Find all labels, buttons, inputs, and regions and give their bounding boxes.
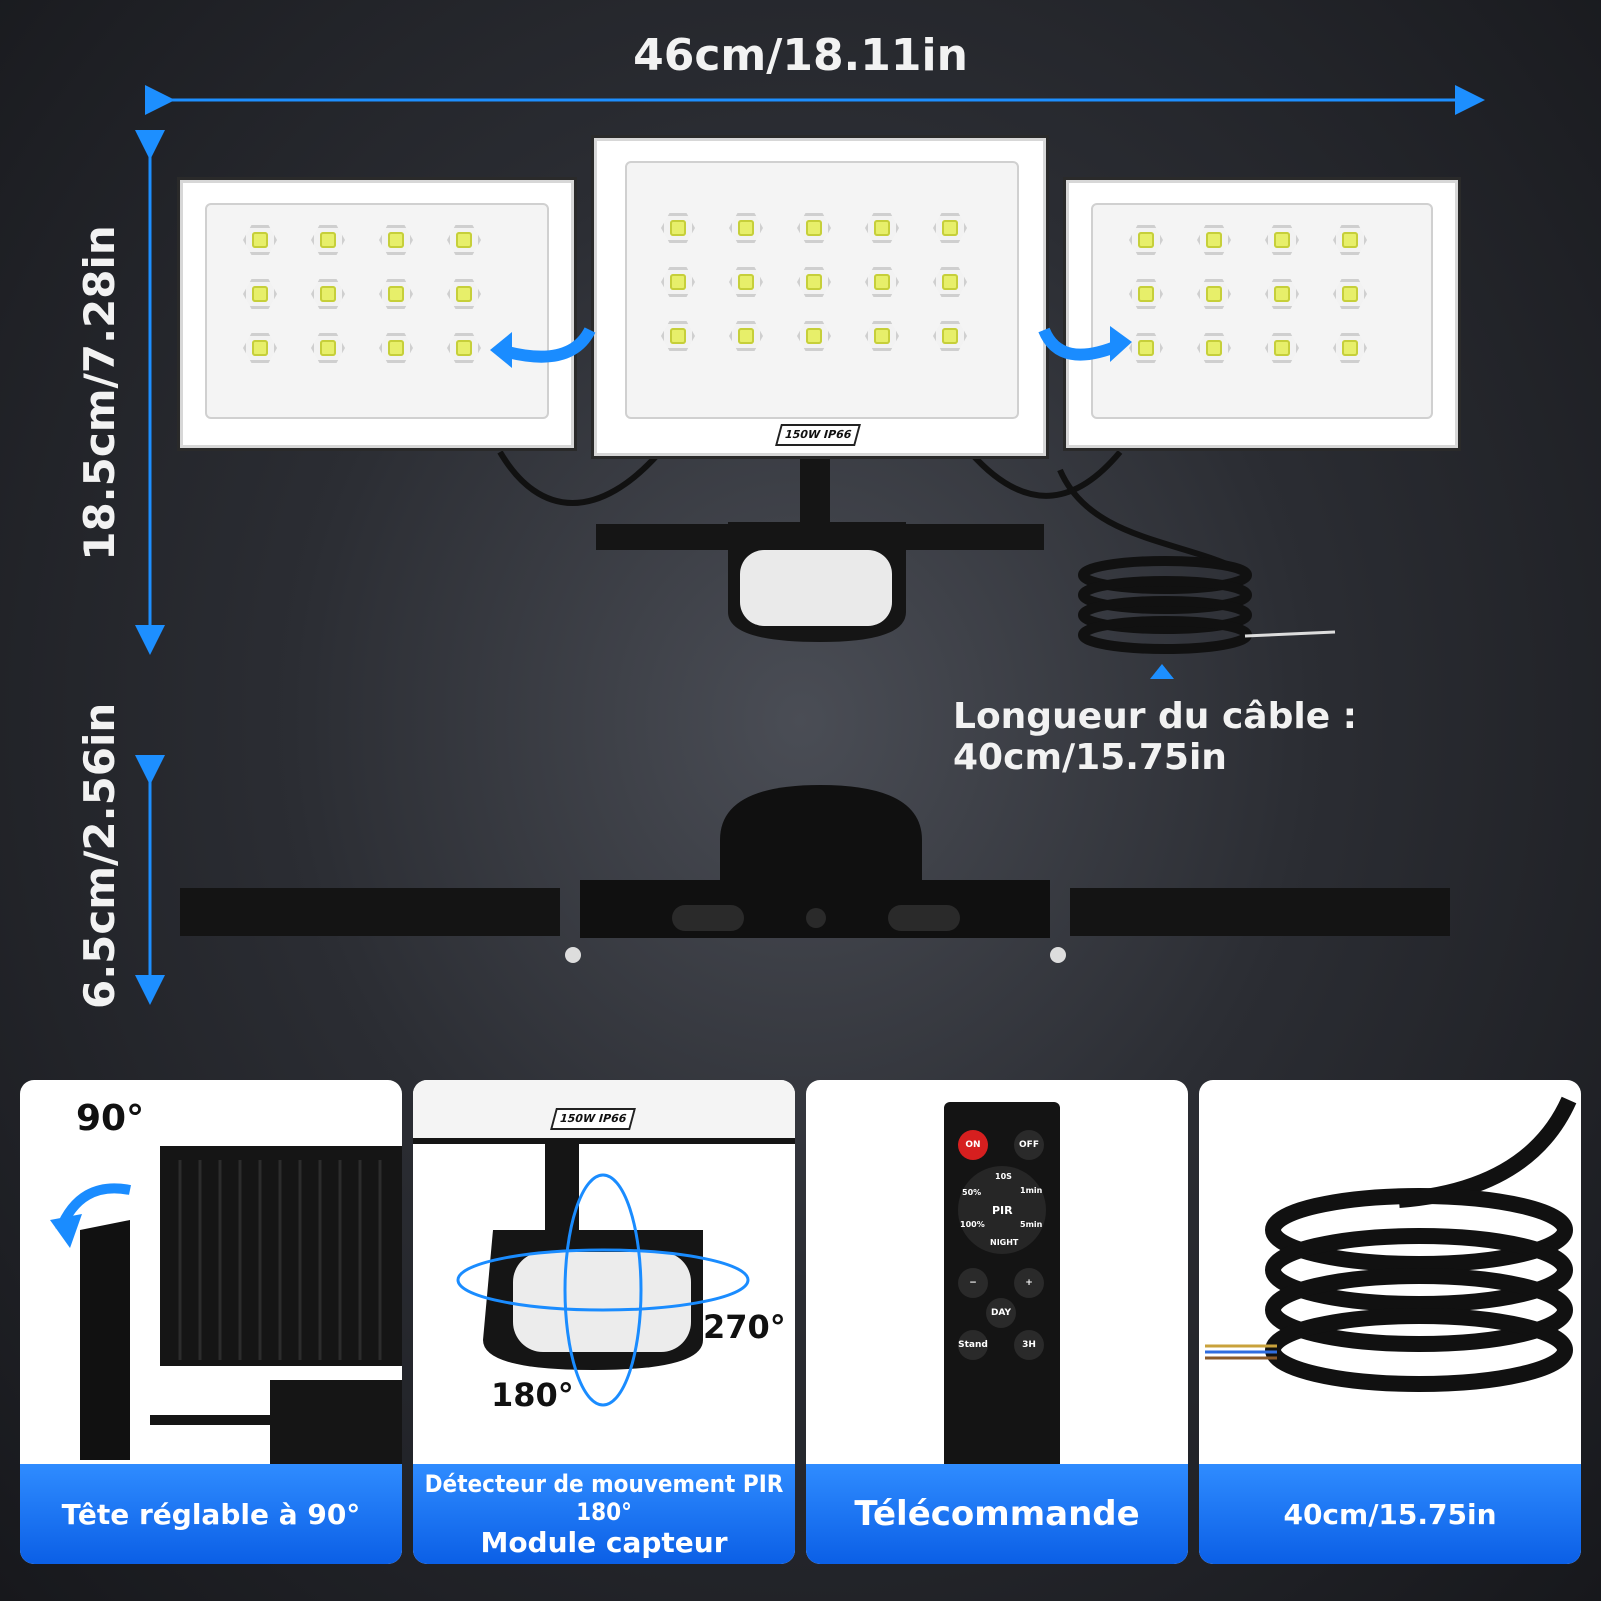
pir-sensor-body [728, 522, 906, 642]
led [1129, 279, 1163, 309]
led [447, 333, 481, 363]
led [797, 321, 831, 351]
card-adjustable-head: 90° Tête réglable à 90° [20, 1080, 402, 1564]
led [311, 225, 345, 255]
led [447, 225, 481, 255]
led [1197, 225, 1231, 255]
side-view [180, 785, 1450, 963]
mount-bracket [596, 524, 1044, 550]
remote-50: 50% [962, 1188, 982, 1197]
led [797, 267, 831, 297]
cable-arrow [1150, 664, 1174, 679]
pir-sensor-illustration [413, 1080, 795, 1407]
angle-270-label: 270° [703, 1308, 786, 1346]
led [729, 213, 763, 243]
height-dimension-label: 18.5cm/7.28in [75, 225, 124, 561]
led [1129, 333, 1163, 363]
main-cable [1057, 468, 1242, 573]
led [1129, 225, 1163, 255]
led [865, 321, 899, 351]
remote-5min: 5min [1020, 1220, 1043, 1229]
led [1265, 279, 1299, 309]
card-pir-sensor-label: Détecteur de mouvement PIR 180° Module c… [413, 1464, 795, 1564]
rotation-180-icon [563, 1173, 643, 1407]
width-dimension-label: 46cm/18.11in [633, 30, 968, 81]
led [661, 213, 695, 243]
led [797, 213, 831, 243]
spec-tag: 150W IP66 [775, 424, 861, 446]
center-light-panel [594, 138, 1046, 456]
depth-dimension-label: 6.5cm/2.56in [75, 702, 124, 1009]
card-4-text: 40cm/15.75in [1283, 1497, 1497, 1531]
led [933, 321, 967, 351]
led [311, 279, 345, 309]
remote-10s: 10S [995, 1172, 1012, 1181]
cable-coil [1078, 556, 1336, 654]
led [865, 213, 899, 243]
remote-off-button: OFF [1014, 1130, 1044, 1160]
card-2-text-line2: Module capteur [480, 1525, 728, 1559]
led [379, 333, 413, 363]
remote-plus-button: + [1014, 1268, 1044, 1298]
led [661, 321, 695, 351]
rotation-270-icon [456, 1248, 750, 1312]
cable-length-label: Longueur du câble : 40cm/15.75in [953, 696, 1358, 778]
mount-stem [800, 450, 830, 530]
cable-coil-illustration [1205, 1096, 1577, 1392]
remote-day-button: DAY [986, 1298, 1016, 1328]
led [1333, 279, 1367, 309]
led [1333, 333, 1367, 363]
remote-1min: 1min [1020, 1186, 1043, 1195]
right-light-panel [1066, 180, 1458, 448]
card-adjustable-head-label: Tête réglable à 90° [20, 1464, 402, 1564]
led [311, 333, 345, 363]
led [1265, 225, 1299, 255]
card-1-text: Tête réglable à 90° [61, 1497, 361, 1531]
led [243, 279, 277, 309]
led [933, 267, 967, 297]
remote-control: ON OFF 10S 1min 5min 50% 100% NIGHT PIR … [944, 1102, 1060, 1472]
remote-pir: PIR [992, 1204, 1013, 1217]
angle-90-label: 90° [76, 1098, 145, 1139]
remote-on-button: ON [958, 1130, 988, 1160]
card-remote-label: Télécommande [806, 1464, 1188, 1564]
card-spec-tag: 150W IP66 [550, 1108, 636, 1130]
remote-pir-ring: 10S 1min 5min 50% 100% NIGHT PIR [958, 1166, 1046, 1254]
led [1197, 333, 1231, 363]
led [1265, 333, 1299, 363]
pir-lens [740, 550, 892, 626]
remote-stand-button: Stand [958, 1330, 988, 1360]
right-cable [967, 450, 1123, 499]
card-cable: 40cm/15.75in [1199, 1080, 1581, 1564]
led [1333, 225, 1367, 255]
led [865, 267, 899, 297]
card-3-text: Télécommande [854, 1494, 1140, 1534]
remote-night: NIGHT [990, 1238, 1019, 1247]
led [447, 279, 481, 309]
remote-100: 100% [960, 1220, 985, 1229]
led [729, 321, 763, 351]
left-cable [497, 450, 663, 506]
remote-minus-button: − [958, 1268, 988, 1298]
card-pir-sensor: 150W IP66 270° 180° Détecteur de mouveme… [413, 1080, 795, 1564]
left-light-panel [180, 180, 574, 448]
led [729, 267, 763, 297]
led [1197, 279, 1231, 309]
adjustable-head-illustration [50, 1146, 402, 1464]
led [379, 279, 413, 309]
led [243, 225, 277, 255]
card-2-text-line1: Détecteur de mouvement PIR 180° [424, 1469, 784, 1526]
led [933, 213, 967, 243]
card-remote: ON OFF 10S 1min 5min 50% 100% NIGHT PIR … [806, 1080, 1188, 1564]
led [661, 267, 695, 297]
remote-3h-button: 3H [1014, 1330, 1044, 1360]
led [379, 225, 413, 255]
led [243, 333, 277, 363]
card-cable-label: 40cm/15.75in [1199, 1464, 1581, 1564]
angle-180-label: 180° [491, 1376, 574, 1414]
